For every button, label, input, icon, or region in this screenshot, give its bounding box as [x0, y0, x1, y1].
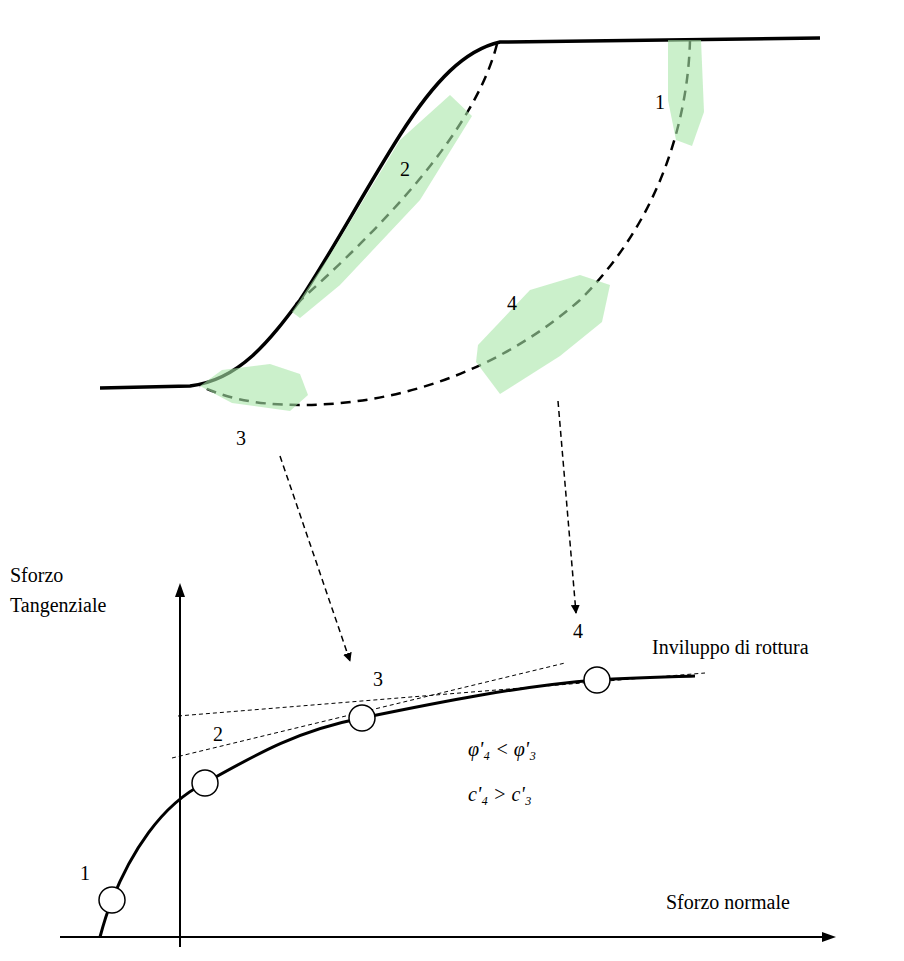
point-circle: [349, 705, 375, 731]
callout-number: 1: [80, 862, 90, 884]
envelope-point: 2: [188, 720, 226, 800]
soil-zone: 2: [289, 92, 475, 321]
slip-surface: [200, 40, 690, 405]
callout-number: 1: [655, 91, 665, 113]
zone-shape: [200, 364, 308, 411]
x-axis: [60, 936, 824, 938]
callout-number: 2: [400, 158, 410, 180]
node-shape: [197, 361, 311, 452]
chart-label: Sforzo Tangenziale: [10, 560, 145, 620]
chart-label: φ'₄ < φ'₃: [468, 734, 536, 764]
envelope-point: 1: [77, 859, 129, 917]
point-circle: [584, 667, 610, 693]
envelope-point: 4: [570, 617, 614, 697]
dashed-arrow: [280, 456, 350, 661]
chart-label: c'₄ > c'₃: [468, 779, 532, 809]
tangent-line: [178, 673, 705, 716]
callout-number: 3: [236, 427, 246, 449]
point-circle: [192, 770, 218, 796]
zone-shape: [668, 40, 704, 146]
chart-label: Inviluppo di rottura: [652, 632, 809, 662]
ground-profile: [100, 38, 820, 388]
envelope-point: 3: [345, 665, 386, 735]
callout-number: 4: [573, 620, 583, 642]
x-axis-arrow: [822, 932, 836, 942]
callout-number: 2: [213, 723, 223, 745]
soil-zone: 4: [473, 272, 613, 397]
callout-number: 4: [507, 292, 517, 314]
y-axis: [179, 594, 181, 947]
y-axis-arrow: [175, 583, 185, 597]
zone-shape: [292, 95, 472, 318]
chart-label: Sforzo normale: [666, 887, 790, 917]
zone-shape: [476, 275, 610, 394]
failure-envelope: [100, 676, 695, 937]
dashed-arrow: [558, 401, 576, 613]
point-circle: [99, 887, 125, 913]
soil-zone: 1: [652, 37, 707, 149]
node-shape: [289, 92, 475, 321]
callout-number: 3: [373, 668, 383, 690]
soil-zone: 3: [197, 361, 311, 452]
node-shape: [473, 272, 613, 397]
